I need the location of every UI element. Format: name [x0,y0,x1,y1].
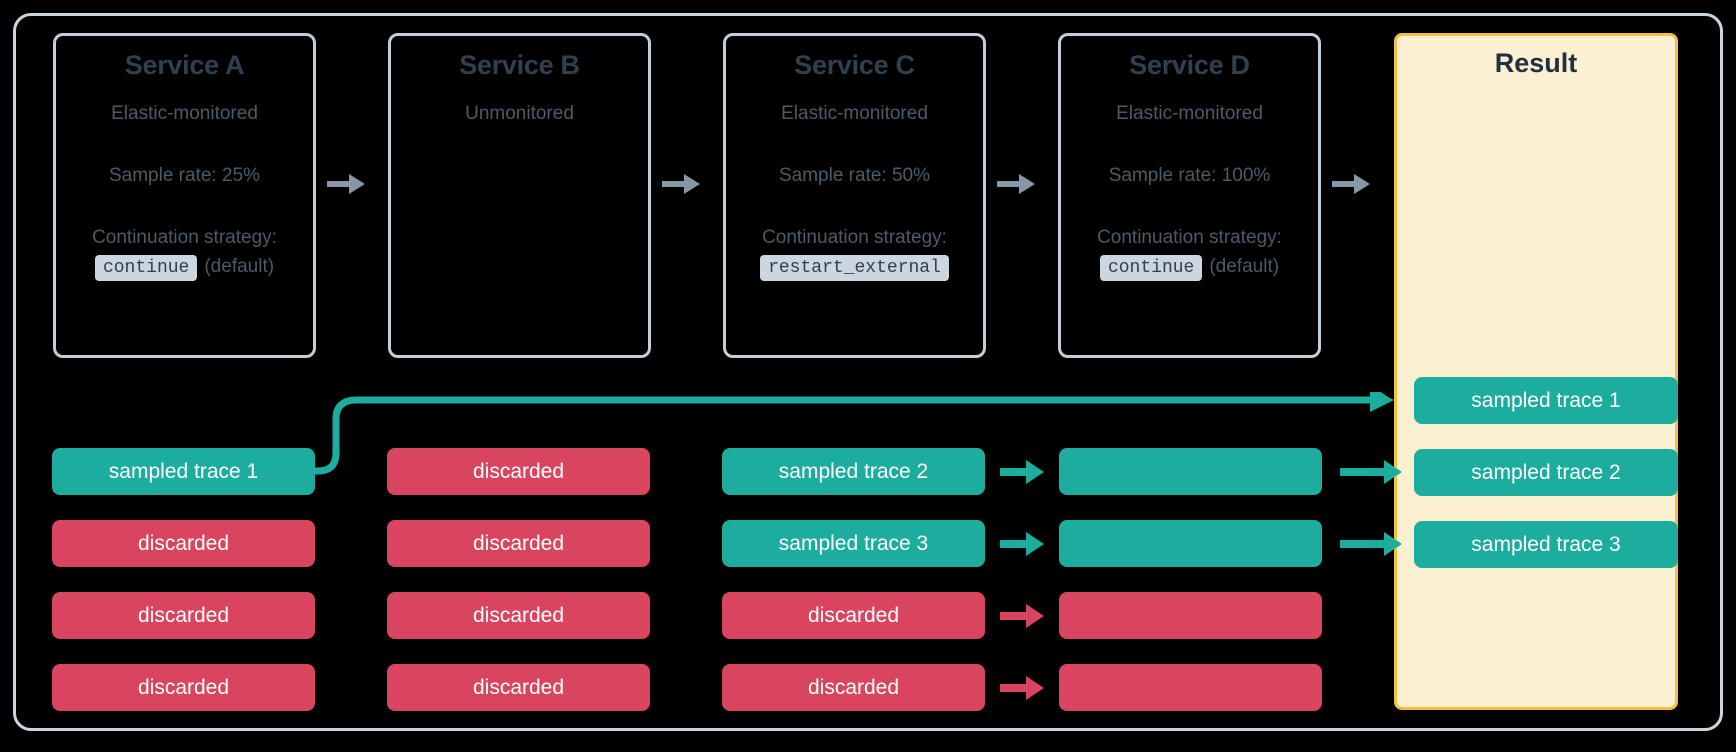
service-c-sample-rate: Sample rate: 50% [778,165,931,186]
trace-b-row-4: discarded [387,664,650,711]
trace-arrow-c4-to-d4-icon [1000,676,1044,700]
service-a-strategy-note: (default) [204,255,275,277]
service-d-sample-rate: Sample rate: 100% [1108,165,1271,186]
trace-a-row-3: discarded [52,592,315,639]
service-a-strategy-label: Continuation strategy: [92,227,277,248]
trace-b-row-1: discarded [387,448,650,495]
trace-d-row-1 [1059,448,1322,495]
sampled-trace-1-connector [296,392,1394,475]
service-a-strategy-value: continue [94,254,198,281]
trace-arrow-c3-to-d3-icon [1000,604,1044,628]
service-card-d: Service D Elastic-monitored Sample rate:… [1058,33,1321,358]
service-b-monitoring: Unmonitored [465,103,574,124]
service-c-strategy-value: restart_external [760,254,949,281]
trace-d-row-4 [1059,664,1322,711]
flow-arrow-c-to-d-icon [997,174,1035,194]
trace-a-row-1: sampled trace 1 [52,448,315,495]
trace-c-row-1: sampled trace 2 [722,448,985,495]
result-trace-3: sampled trace 3 [1414,521,1678,568]
trace-a-row-2: discarded [52,520,315,567]
service-d-strategy-row: continue (default) [1099,254,1280,281]
trace-b-row-3: discarded [387,592,650,639]
service-c-title: Service C [794,50,915,80]
flow-arrow-a-to-b-icon [327,174,365,194]
result-trace-2: sampled trace 2 [1414,449,1678,496]
flow-arrow-b-to-c-icon [662,174,700,194]
trace-arrow-d1-to-result-icon [1340,460,1402,484]
diagram-outer-frame [13,13,1723,731]
service-card-b: Service B Unmonitored [388,33,651,358]
trace-b-row-2: discarded [387,520,650,567]
service-a-monitoring: Elastic-monitored [111,103,258,124]
service-d-title: Service D [1129,50,1250,80]
service-c-monitoring: Elastic-monitored [781,103,928,124]
trace-arrow-c1-to-d1-icon [1000,460,1044,484]
trace-arrow-c2-to-d2-icon [1000,532,1044,556]
service-a-sample-rate: Sample rate: 25% [108,165,261,186]
service-d-monitoring: Elastic-monitored [1116,103,1263,124]
trace-c-row-3: discarded [722,592,985,639]
service-a-strategy-row: continue (default) [94,254,275,281]
service-card-c: Service C Elastic-monitored Sample rate:… [723,33,986,358]
service-b-title: Service B [459,50,580,80]
flow-arrow-d-to-result-icon [1332,174,1370,194]
trace-d-row-3 [1059,592,1322,639]
service-d-strategy-value: continue [1099,254,1203,281]
trace-c-row-2: sampled trace 3 [722,520,985,567]
result-trace-1: sampled trace 1 [1414,377,1678,424]
service-c-strategy-label: Continuation strategy: [762,227,947,248]
trace-a-row-4: discarded [52,664,315,711]
result-panel [1394,33,1678,710]
trace-arrow-d2-to-result-icon [1340,532,1402,556]
service-d-strategy-label: Continuation strategy: [1097,227,1282,248]
service-a-title: Service A [124,50,245,80]
service-card-a: Service A Elastic-monitored Sample rate:… [53,33,316,358]
trace-d-row-2 [1059,520,1322,567]
service-c-strategy-row: restart_external [760,254,949,281]
service-d-strategy-note: (default) [1209,255,1280,277]
trace-c-row-4: discarded [722,664,985,711]
result-title: Result [1494,48,1578,78]
